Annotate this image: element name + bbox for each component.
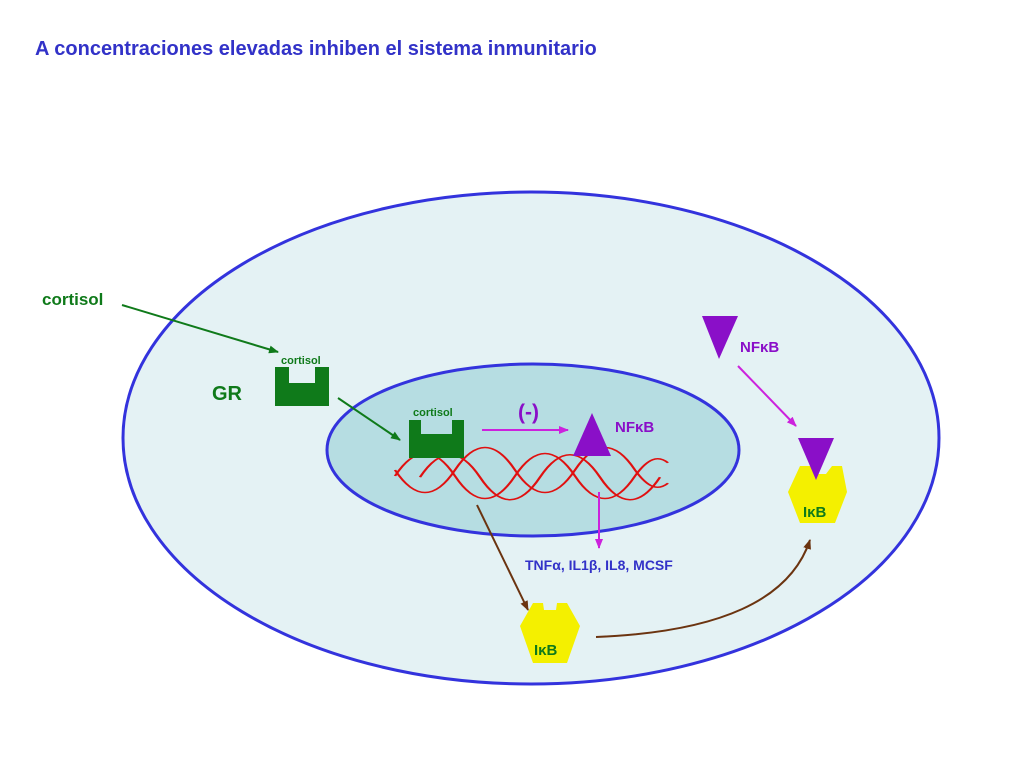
ikb-bottom-shape <box>520 603 580 663</box>
nucleus <box>325 362 741 538</box>
nfkb-bound-shape <box>798 438 834 480</box>
cortisol-entry-arrow <box>121 304 279 354</box>
gr-label: GR <box>212 383 243 405</box>
gr-receptor-cytoplasm <box>275 367 329 406</box>
ikb-synthesis-arrow <box>476 504 529 611</box>
cortisol-nucleus-label: cortisol <box>413 407 453 419</box>
cortisol-outside-label: cortisol <box>42 290 103 309</box>
gr-translocation-arrow <box>337 397 401 441</box>
ikb-bottom-label: IκB <box>534 642 558 659</box>
nfkb-binding-arrow <box>737 365 797 427</box>
dna-helix <box>393 446 669 501</box>
nfkb-cytoplasm-label: NFκB <box>740 339 779 356</box>
ikb-transport-arrow <box>595 539 811 638</box>
nfkb-cytoplasm-shape <box>702 316 738 359</box>
genes-label: TNFα, IL1β, IL8, MCSF <box>525 557 673 573</box>
nfkb-nucleus-shape <box>573 413 611 456</box>
ikb-complex-label: IκB <box>803 504 827 521</box>
inhibition-label: (-) <box>518 401 539 424</box>
page-title: A concentraciones elevadas inhiben el si… <box>35 38 597 60</box>
nfkb-nucleus-label: NFκB <box>615 419 654 436</box>
cortisol-cytoplasm-label: cortisol <box>281 355 321 367</box>
ikb-complex-shape <box>788 466 847 523</box>
gr-receptor-nucleus <box>409 420 464 458</box>
